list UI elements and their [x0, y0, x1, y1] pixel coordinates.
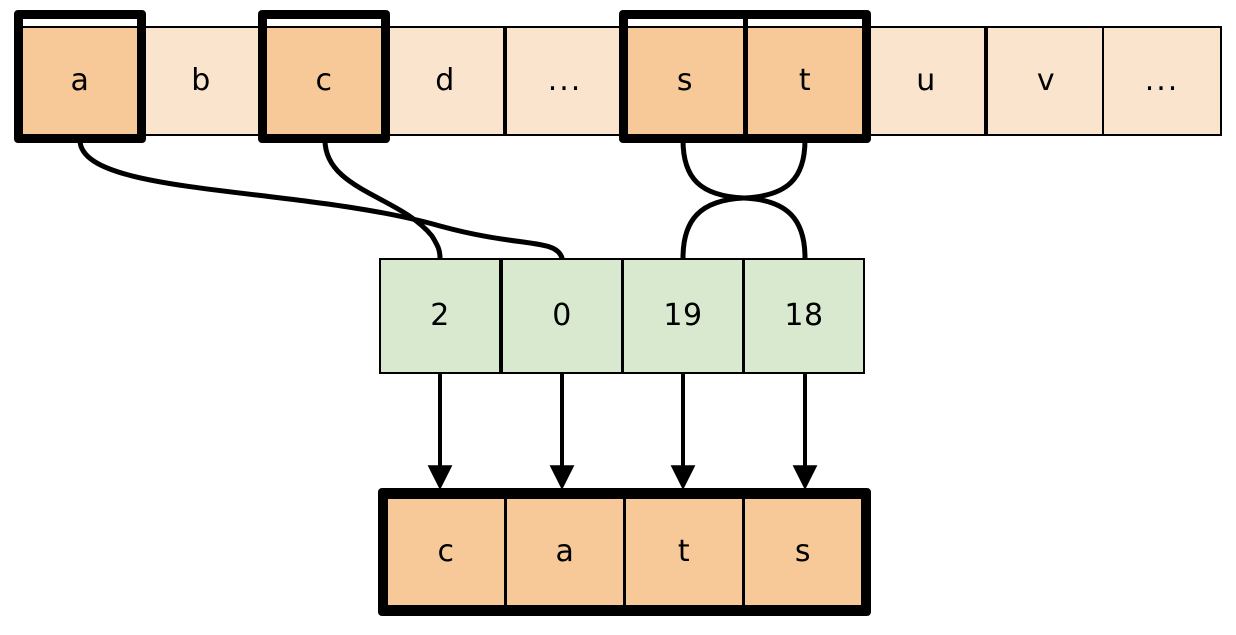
index-cell-0[interactable]: 2: [379, 258, 501, 374]
curve-a-to-0: [77, 137, 565, 261]
alphabet-cell-ellipsis-left: ...: [505, 26, 625, 136]
index-cell-2[interactable]: 19: [622, 258, 744, 374]
curve-c-to-2: [322, 137, 443, 261]
highlight-frame-st-divider: [743, 19, 748, 134]
index-cell-1[interactable]: 0: [501, 258, 623, 374]
alphabet-cell-ellipsis-right: ...: [1102, 26, 1222, 136]
alphabet-cell-u[interactable]: u: [866, 26, 986, 136]
highlight-frame-c: [258, 10, 390, 143]
highlight-frame-a: [14, 10, 146, 143]
alphabet-cell-b[interactable]: b: [141, 26, 261, 136]
output-cell-1[interactable]: a: [505, 497, 625, 607]
highlight-frame-st: [619, 10, 871, 143]
output-row-frame: [378, 488, 871, 616]
index-cell-3[interactable]: 18: [743, 258, 865, 374]
curve-s-to-18: [680, 137, 808, 261]
output-cell-0[interactable]: c: [386, 497, 506, 607]
alphabet-cell-v[interactable]: v: [986, 26, 1106, 136]
alphabet-cell-s[interactable]: s: [625, 26, 745, 136]
alphabet-cell-a[interactable]: a: [20, 26, 140, 136]
alphabet-cell-d[interactable]: d: [385, 26, 505, 136]
curve-t-to-19: [680, 137, 808, 261]
